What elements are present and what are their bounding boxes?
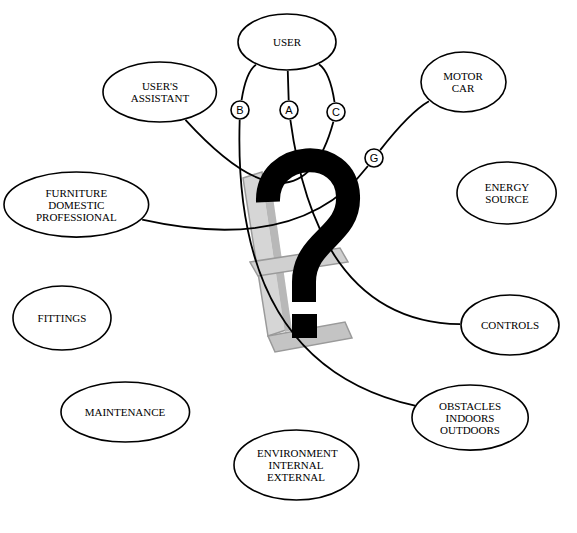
topic-ellipse: USER	[237, 13, 337, 71]
link-line	[239, 120, 415, 406]
letter-circle: G	[364, 148, 384, 168]
letter-circle: C	[326, 102, 346, 122]
question-mark-dot	[292, 314, 317, 338]
letter-label: C	[332, 106, 340, 118]
link-line	[319, 64, 335, 102]
link-line	[142, 166, 368, 230]
topic-label: USER	[273, 36, 301, 48]
link-line	[287, 71, 290, 100]
letter-circle: A	[279, 100, 299, 120]
link-line	[185, 120, 333, 183]
topic-ellipse: MOTOR CAR	[420, 51, 507, 113]
link-line	[290, 120, 460, 324]
topic-label: OBSTACLES INDOORS OUTDOORS	[434, 400, 506, 436]
link-line	[242, 65, 256, 100]
topic-ellipse: MAINTENANCE	[60, 381, 191, 443]
topic-ellipse: FITTINGS	[12, 285, 112, 351]
topic-label: ENERGY SOURCE	[477, 181, 537, 205]
topic-label: FITTINGS	[38, 312, 87, 324]
topic-label: MOTOR CAR	[438, 70, 488, 94]
question-mark	[268, 160, 348, 302]
topic-label: ENVIRONMENT INTERNAL EXTERNAL	[257, 447, 335, 483]
topic-ellipse: CONTROLS	[460, 294, 560, 356]
topic-label: CONTROLS	[481, 319, 539, 331]
topic-ellipse: ENVIRONMENT INTERNAL EXTERNAL	[233, 429, 360, 501]
topic-label: MAINTENANCE	[85, 406, 166, 418]
topic-label: FURNITURE DOMESTIC PROFESSIONAL	[30, 187, 122, 223]
letter-label: B	[236, 104, 243, 116]
letter-label: G	[370, 152, 379, 164]
topic-ellipse: USER'S ASSISTANT	[102, 61, 217, 123]
letter-circle: B	[230, 100, 250, 120]
topic-ellipse: FURNITURE DOMESTIC PROFESSIONAL	[3, 171, 150, 238]
letter-label: A	[285, 104, 292, 116]
topic-ellipse: OBSTACLES INDOORS OUTDOORS	[411, 384, 529, 451]
topic-label: USER'S ASSISTANT	[125, 80, 195, 104]
topic-ellipse: ENERGY SOURCE	[456, 161, 557, 225]
link-line	[380, 101, 429, 150]
